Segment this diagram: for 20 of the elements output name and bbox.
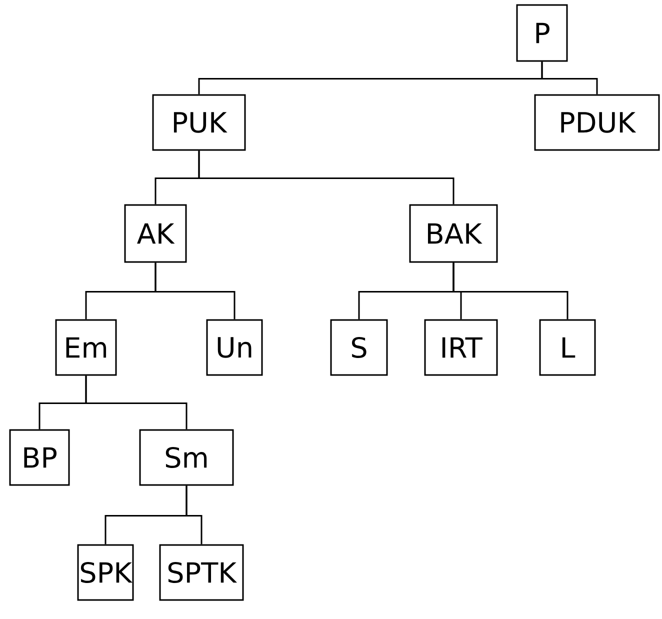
box: Sm [139, 429, 234, 486]
box: S [330, 319, 388, 376]
box: P [516, 4, 568, 62]
box: PDUK [534, 94, 660, 151]
connector [198, 150, 454, 204]
box: IRT [424, 319, 498, 376]
connector [452, 262, 568, 320]
box: SPTK [159, 544, 244, 601]
connector [154, 262, 236, 320]
box: L [539, 319, 596, 376]
box: Em [55, 319, 117, 376]
box: SPK [77, 544, 134, 601]
box: PUK [152, 94, 246, 151]
box: AK [124, 204, 187, 263]
connector [541, 62, 598, 94]
connector [186, 486, 202, 544]
box: BP [9, 429, 70, 486]
box: BAK [409, 204, 498, 263]
box: Un [206, 319, 263, 376]
connector [85, 376, 188, 430]
